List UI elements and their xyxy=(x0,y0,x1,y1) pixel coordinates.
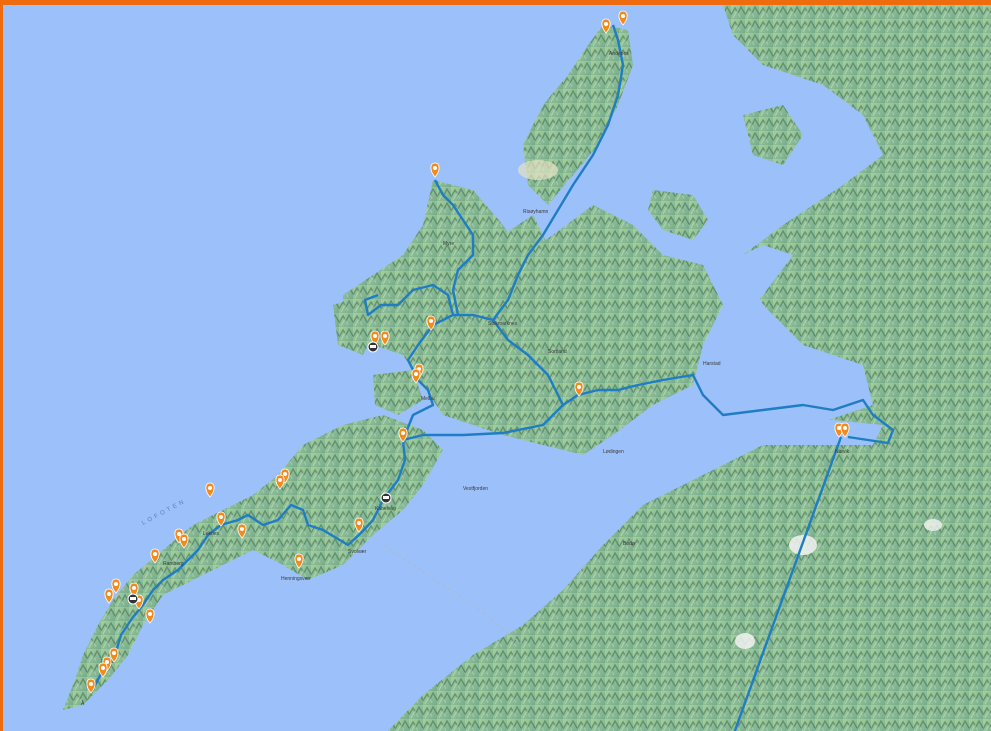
map-canvas[interactable]: LOFOTEN Andenes Risøyhamn Stokmarknes Sv… xyxy=(3,5,991,731)
island xyxy=(743,105,803,165)
location-pin-icon[interactable] xyxy=(430,162,440,178)
camper-van-icon[interactable] xyxy=(367,341,379,353)
location-pin-icon[interactable] xyxy=(618,10,628,26)
andoya-island xyxy=(523,25,633,205)
place-label: Svolvær xyxy=(348,549,367,555)
location-pin-icon[interactable] xyxy=(104,588,114,604)
place-label: Myre xyxy=(443,241,454,247)
hinnoya-island xyxy=(343,180,723,455)
place-label: Leknes xyxy=(203,531,220,537)
place-label: Stokmarknes xyxy=(488,321,518,327)
location-pin-icon[interactable] xyxy=(601,18,611,34)
place-label: Henningsvær xyxy=(281,576,311,582)
location-markers xyxy=(86,10,850,694)
place-label: Vestfjorden xyxy=(463,486,488,492)
location-pin-icon[interactable] xyxy=(145,608,155,624)
ferry-line xyxy=(382,544,524,646)
island xyxy=(648,190,708,240)
place-label: Risøyhamn xyxy=(523,209,549,215)
location-pin-icon[interactable] xyxy=(205,482,215,498)
location-pin-icon[interactable] xyxy=(109,647,119,663)
camper-van-icon[interactable] xyxy=(127,593,139,605)
place-label: Harstad xyxy=(703,361,721,367)
location-pin-icon[interactable] xyxy=(98,662,108,678)
place-label: Bodø xyxy=(623,541,635,547)
sandy-area xyxy=(518,160,558,180)
mainland-landmass xyxy=(387,5,991,731)
location-pin-icon[interactable] xyxy=(354,517,364,533)
fjord-water xyxy=(603,410,883,455)
location-pin-icon[interactable] xyxy=(411,368,421,384)
location-pin-icon[interactable] xyxy=(216,511,226,527)
location-pin-icon[interactable] xyxy=(237,523,247,539)
lofoten-archipelago xyxy=(63,415,443,710)
place-label: Ramberg xyxy=(163,561,184,567)
camper-van-icon[interactable] xyxy=(380,492,392,504)
place-label: Sortland xyxy=(548,349,567,355)
location-pin-icon[interactable] xyxy=(275,474,285,490)
place-label: Melbu xyxy=(421,396,435,402)
place-labels: Andenes Risøyhamn Stokmarknes Svolvær He… xyxy=(81,51,850,707)
location-pin-icon[interactable] xyxy=(426,315,436,331)
location-pin-icon[interactable] xyxy=(398,427,408,443)
location-pin-icon[interactable] xyxy=(574,381,584,397)
location-pin-icon[interactable] xyxy=(294,553,304,569)
location-pin-icon[interactable] xyxy=(111,578,121,594)
location-pin-icon[interactable] xyxy=(380,330,390,346)
place-label: Andenes xyxy=(609,51,629,57)
snow-patch xyxy=(924,519,942,531)
location-pin-icon[interactable] xyxy=(86,678,96,694)
location-pin-icon[interactable] xyxy=(370,330,380,346)
langoya-island xyxy=(498,215,548,295)
southern-coast xyxy=(474,505,823,731)
fjord-water-north xyxy=(693,245,793,385)
place-label: Kabelvåg xyxy=(375,505,396,512)
location-pin-icon[interactable] xyxy=(840,422,850,438)
place-label: Å xyxy=(81,700,85,707)
island xyxy=(373,370,423,415)
location-pin-icon[interactable] xyxy=(150,548,160,564)
place-label: Narvik xyxy=(835,449,850,455)
location-pin-icon[interactable] xyxy=(129,582,139,598)
location-pin-icon[interactable] xyxy=(179,533,189,549)
place-label: Lødingen xyxy=(603,449,624,455)
snow-patch xyxy=(735,633,755,649)
